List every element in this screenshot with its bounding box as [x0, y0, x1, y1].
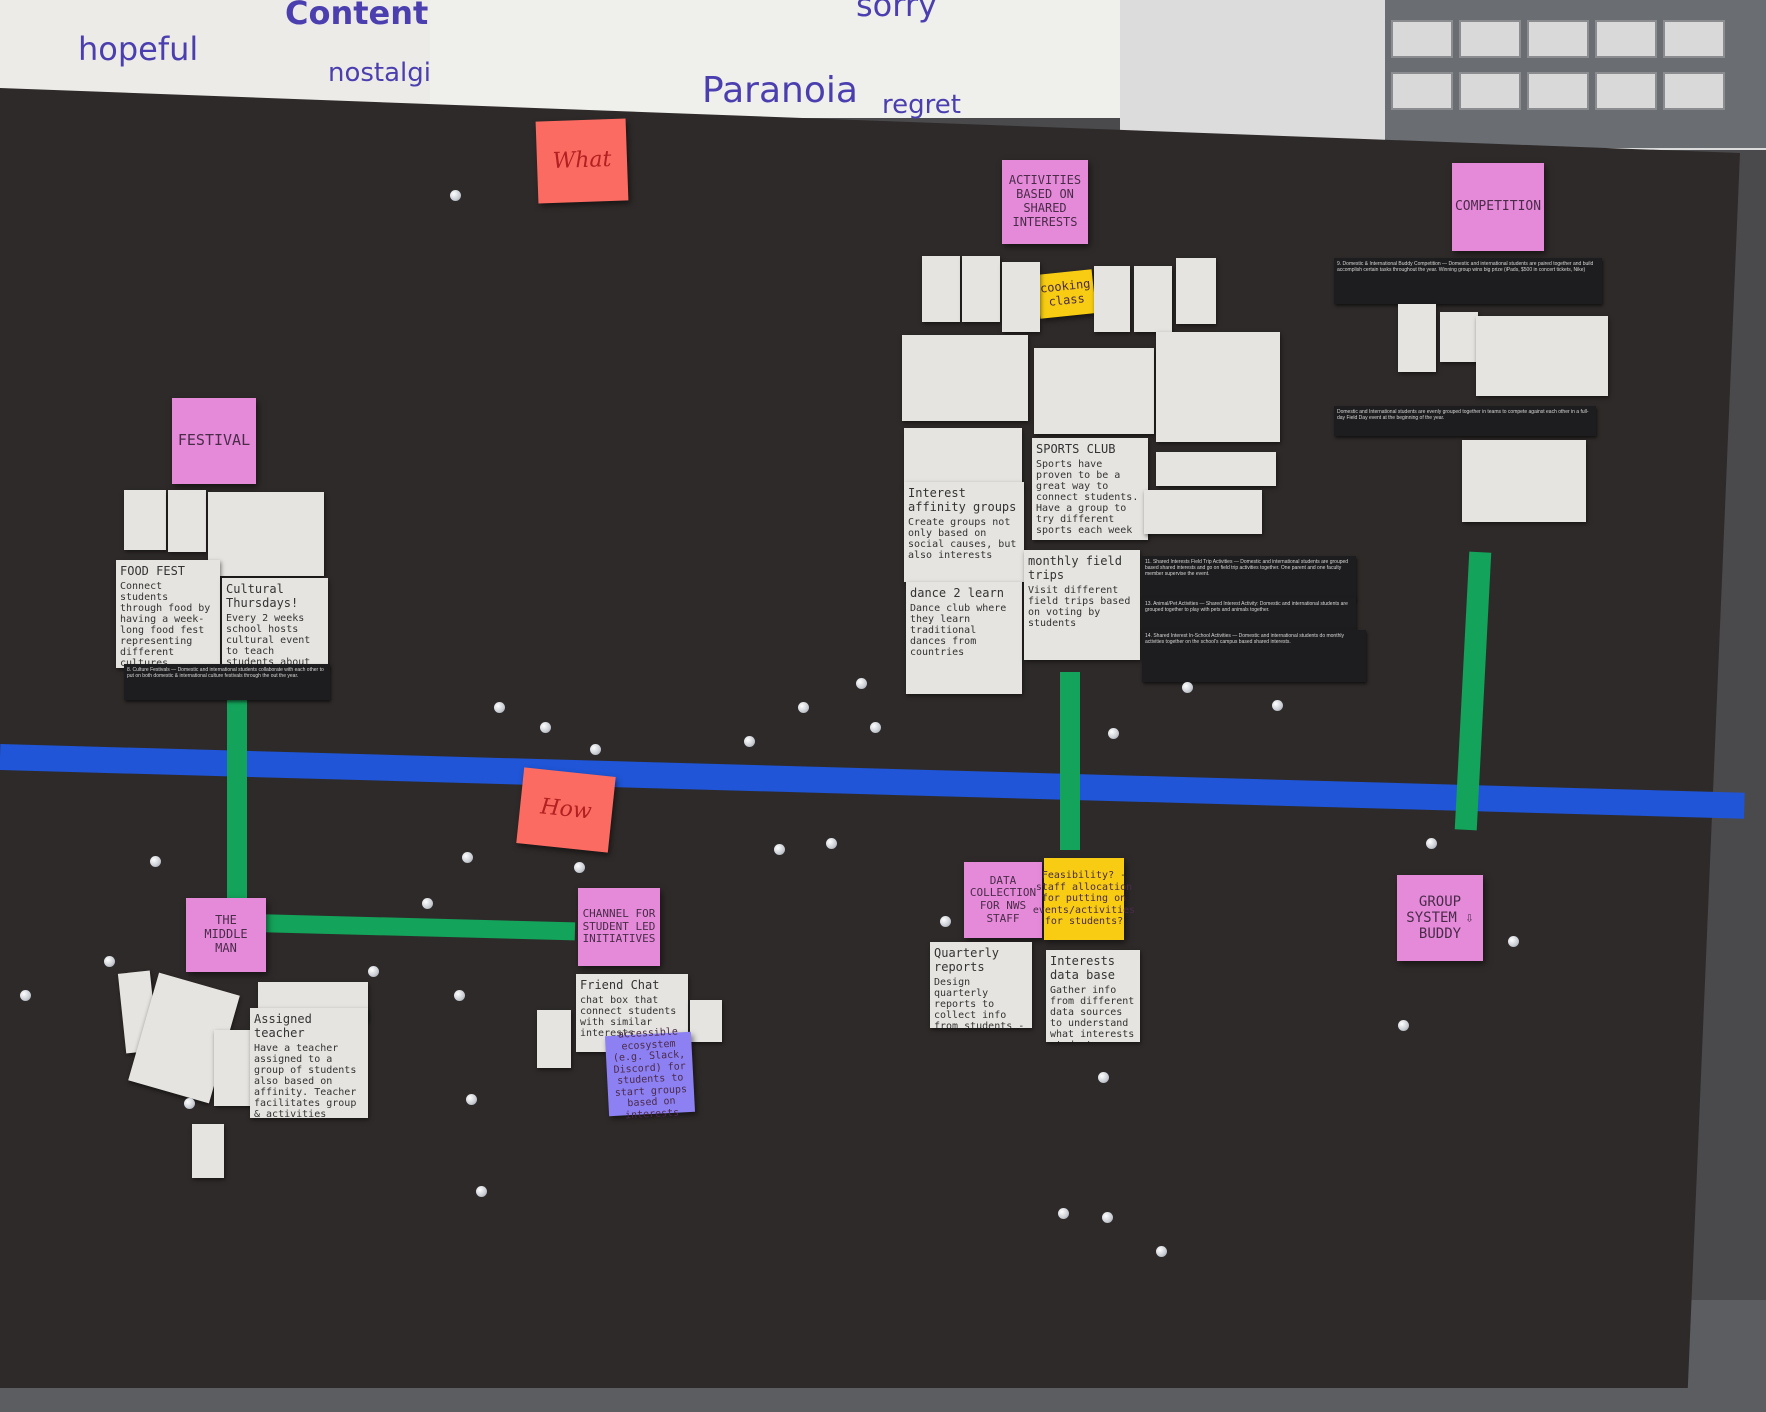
after-school-card	[904, 428, 1022, 488]
push-pin	[1156, 1246, 1167, 1257]
festival-sketch-card	[208, 492, 324, 576]
whiteboard-word: sorry	[856, 0, 937, 24]
small-card	[1144, 490, 1262, 534]
header-festival: FESTIVAL	[172, 398, 256, 484]
push-pin	[1182, 682, 1193, 693]
green-tape-festival	[227, 672, 247, 904]
section-label-how: How	[516, 767, 616, 853]
push-pin	[422, 898, 433, 909]
small-note	[537, 1010, 571, 1068]
push-pin	[744, 736, 755, 747]
header-channel: CHANNEL FOR STUDENT LED INITIATIVES	[578, 888, 660, 966]
card-interests-database: Interests data base Gather info from dif…	[1046, 950, 1140, 1042]
cooking-class-note: cooking class	[1035, 269, 1097, 319]
sports-sketch-card	[1156, 332, 1280, 442]
push-pin	[1272, 700, 1283, 711]
push-pin	[1098, 1072, 1109, 1083]
whiteboard-word: nostalgic	[328, 58, 446, 88]
push-pin	[104, 956, 115, 967]
push-pin	[1398, 1020, 1409, 1031]
strip-in-school-activities: 14. Shared Interest In-School Activities…	[1142, 630, 1366, 682]
push-pin	[540, 722, 551, 733]
push-pin	[150, 856, 161, 867]
push-pin	[870, 722, 881, 733]
language-card	[1034, 348, 1154, 434]
push-pin	[368, 966, 379, 977]
card-sports-club: SPORTS CLUB Sports have proven to be a g…	[1032, 438, 1148, 540]
header-feasibility: Feasibility? - staff allocation for putt…	[1033, 858, 1135, 940]
card-quarterly-reports: Quarterly reports Design quarterly repor…	[930, 942, 1032, 1028]
small-note	[1398, 304, 1436, 372]
header-competition: COMPETITION	[1452, 163, 1544, 251]
push-pin	[1108, 728, 1119, 739]
push-pin	[476, 1186, 487, 1197]
small-note	[922, 256, 960, 322]
card-dance-2-learn: dance 2 learn Dance club where they lear…	[906, 582, 1022, 694]
push-pin	[774, 844, 785, 855]
header-group-system: GROUP SYSTEM ⇩ BUDDY	[1397, 875, 1483, 961]
small-card	[1156, 452, 1276, 486]
small-note	[1176, 258, 1216, 324]
whiteboard-middle: sorry Paranoia regret	[430, 0, 1120, 120]
card-cultural-thursdays: Cultural Thursdays! Every 2 weeks school…	[222, 578, 328, 668]
push-pin	[1102, 1212, 1113, 1223]
small-note	[192, 1124, 224, 1178]
strip-culture-festivals: 8. Culture Festivals — Domestic and inte…	[124, 664, 330, 700]
competition-sketch-card	[1476, 316, 1608, 396]
push-pin	[590, 744, 601, 755]
card-monthly-field-trips: monthly field trips Visit different fiel…	[1024, 550, 1140, 660]
small-note	[1094, 266, 1130, 332]
push-pin	[494, 702, 505, 713]
push-pin	[1426, 838, 1437, 849]
competition-card	[1462, 440, 1586, 522]
small-note	[690, 1000, 722, 1042]
whiteboard-word: Paranoia	[702, 70, 858, 111]
strip-field-trip-activities: 11. Shared Interests Field Trip Activiti…	[1142, 556, 1356, 600]
push-pin	[184, 1098, 195, 1109]
film-festival-card	[902, 335, 1028, 421]
push-pin	[826, 838, 837, 849]
small-note	[124, 490, 166, 550]
push-pin	[574, 862, 585, 873]
push-pin	[466, 1094, 477, 1105]
whiteboard-word: hopeful	[78, 30, 199, 68]
push-pin	[1058, 1208, 1069, 1219]
push-pin	[940, 916, 951, 927]
section-label-what: What	[535, 118, 629, 204]
small-note	[962, 256, 1000, 322]
foam-board	[0, 88, 1740, 1388]
header-activities: ACTIVITIES BASED ON SHARED INTERESTS	[1002, 160, 1088, 244]
card-interest-affinity-groups: Interest affinity groups Create groups n…	[904, 482, 1024, 582]
small-note	[168, 490, 206, 552]
push-pin	[462, 852, 473, 863]
card-ecosystem: accessible ecosystem (e.g. Slack, Discor…	[604, 1026, 696, 1121]
push-pin	[454, 990, 465, 1001]
push-pin	[1508, 936, 1519, 947]
push-pin	[798, 702, 809, 713]
card-assigned-teacher: Assigned teacher Have a teacher assigned…	[250, 1008, 368, 1118]
header-middle-man: THE MIDDLE MAN	[186, 898, 266, 972]
small-note	[1134, 266, 1172, 332]
whiteboard-left: hopeful Contentment nostalgic	[0, 0, 521, 105]
strip-field-day: Domestic and International students are …	[1334, 406, 1596, 436]
header-data-collection: DATA COLLECTION FOR NWS STAFF	[964, 862, 1042, 938]
push-pin	[20, 990, 31, 1001]
strip-buddy-competition: 9. Domestic & International Buddy Compet…	[1334, 258, 1602, 304]
small-note	[1440, 312, 1478, 362]
push-pin	[856, 678, 867, 689]
whiteboard-word: regret	[882, 90, 961, 120]
card-food-fest: FOOD FEST Connect students through food …	[116, 560, 220, 668]
green-tape-activities	[1060, 672, 1080, 850]
storage-shelf	[1385, 0, 1766, 148]
push-pin	[450, 190, 461, 201]
small-note	[1002, 262, 1040, 332]
